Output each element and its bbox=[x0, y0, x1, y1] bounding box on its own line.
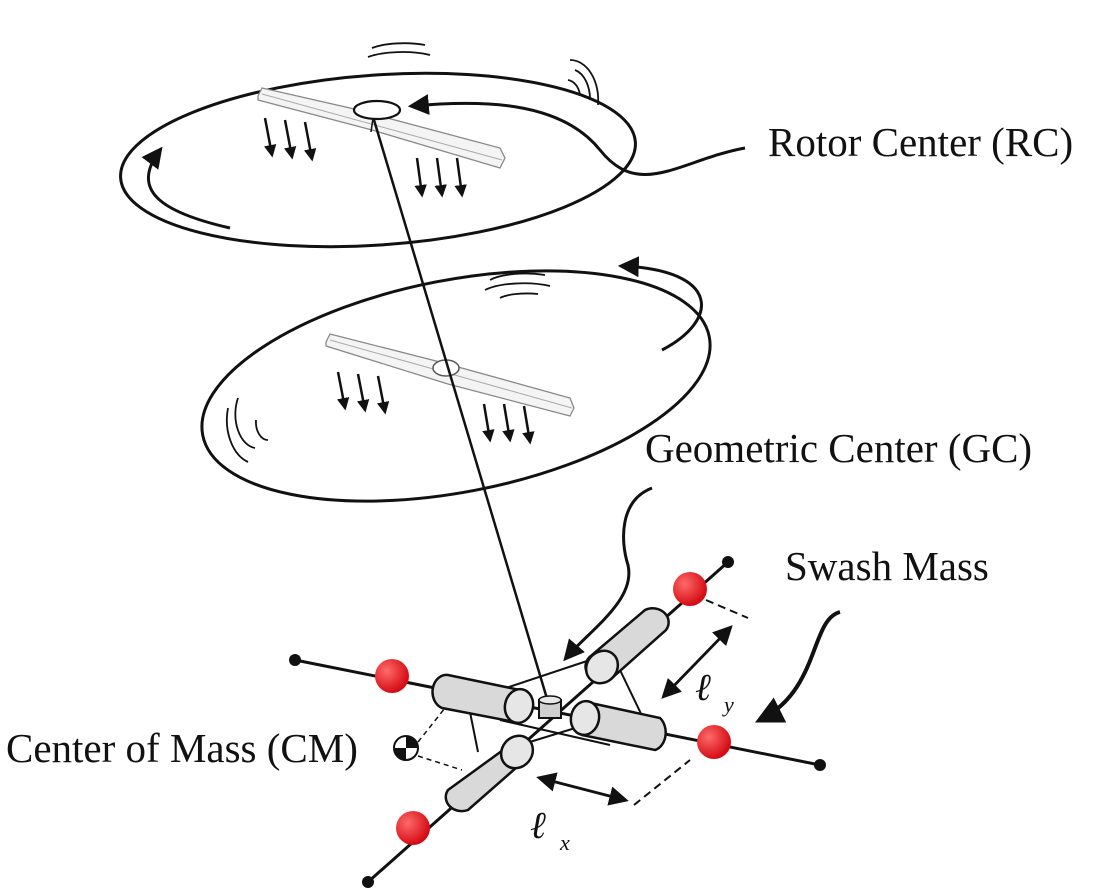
center-of-mass-symbol bbox=[393, 707, 463, 771]
ly-symbol: ℓ bbox=[695, 667, 711, 709]
label-geometric-center: Geometric Center (GC) bbox=[645, 425, 1032, 471]
leader-swash-mass bbox=[754, 610, 841, 723]
downwash-arrows-upper bbox=[263, 117, 467, 198]
geometric-center-hub bbox=[538, 695, 562, 719]
rotor-shaft bbox=[372, 119, 550, 703]
rotation-arrow-lower bbox=[617, 256, 703, 352]
dimension-lx: ℓ x bbox=[530, 759, 691, 855]
swash-frame bbox=[289, 556, 826, 888]
rotor-hub-upper bbox=[352, 99, 402, 121]
dimension-ly: ℓ y bbox=[661, 599, 749, 717]
upper-rotor-disk bbox=[119, 42, 637, 249]
label-swash-mass: Swash Mass bbox=[785, 543, 989, 589]
cylinder-right bbox=[569, 699, 667, 752]
label-rotor-center: Rotor Center (RC) bbox=[768, 119, 1073, 165]
cylinder-left bbox=[431, 673, 535, 725]
ly-subscript: y bbox=[722, 692, 734, 717]
cylinder-top bbox=[584, 607, 670, 685]
swash-mass-left bbox=[375, 659, 409, 693]
rotation-arrow-upper bbox=[141, 146, 231, 230]
swash-mass-right bbox=[697, 725, 731, 759]
lower-rotor-disk bbox=[200, 256, 712, 503]
leader-geometric-center bbox=[563, 486, 653, 662]
swash-mass-bottom bbox=[396, 811, 430, 845]
leader-rotor-center bbox=[407, 94, 746, 177]
downwash-arrows-lower bbox=[336, 371, 535, 445]
lx-symbol: ℓ bbox=[530, 805, 546, 847]
swash-masses bbox=[375, 572, 731, 845]
swash-mass-top bbox=[673, 572, 707, 606]
lx-subscript: x bbox=[559, 830, 570, 855]
label-center-of-mass: Center of Mass (CM) bbox=[6, 725, 358, 771]
cylinder-bottom bbox=[444, 734, 535, 813]
upper-rotor-blade bbox=[257, 87, 506, 169]
